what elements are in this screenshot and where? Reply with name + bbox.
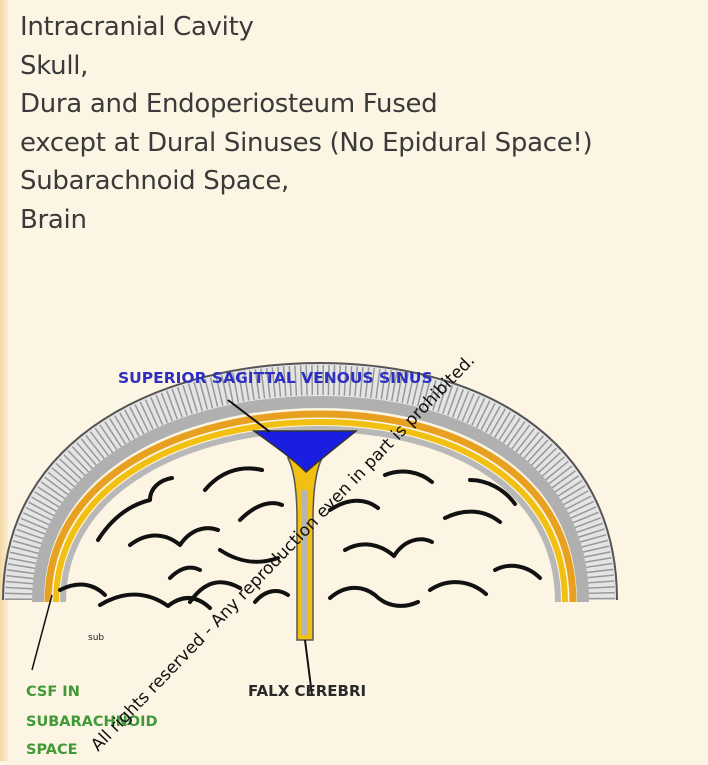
csf-pointer-line: [32, 595, 52, 670]
text-line-dura: Dura and Endoperiosteum Fused: [20, 85, 708, 124]
text-line-intracranial-cavity: Intracranial Cavity: [20, 8, 708, 47]
label-csf-line-3: SPACE: [26, 742, 78, 758]
superior-sagittal-sinus: [254, 431, 356, 472]
text-line-subarachnoid: Subarachnoid Space,: [20, 162, 708, 201]
label-csf-line-1: CSF IN: [26, 684, 80, 700]
text-line-dural-sinuses: except at Dural Sinuses (No Epidural Spa…: [20, 124, 708, 163]
text-line-skull: Skull,: [20, 47, 708, 86]
label-superior-sagittal-sinus: SUPERIOR SAGITTAL VENOUS SINUS: [118, 369, 433, 387]
label-sub-small: sub: [88, 633, 104, 643]
text-line-brain: Brain: [20, 201, 708, 240]
meninges-diagram-svg: SUPERIOR SAGITTAL VENOUS SINUS FALX CERE…: [0, 340, 708, 761]
slide-text: Intracranial Cavity Skull, Dura and Endo…: [20, 8, 708, 239]
meninges-diagram: SUPERIOR SAGITTAL VENOUS SINUS FALX CERE…: [0, 340, 708, 761]
label-falx-cerebri: FALX CEREBRI: [248, 682, 366, 700]
falx-cerebri-core: [302, 490, 308, 635]
label-csf-line-2: SUBARACHNOID: [26, 714, 158, 730]
